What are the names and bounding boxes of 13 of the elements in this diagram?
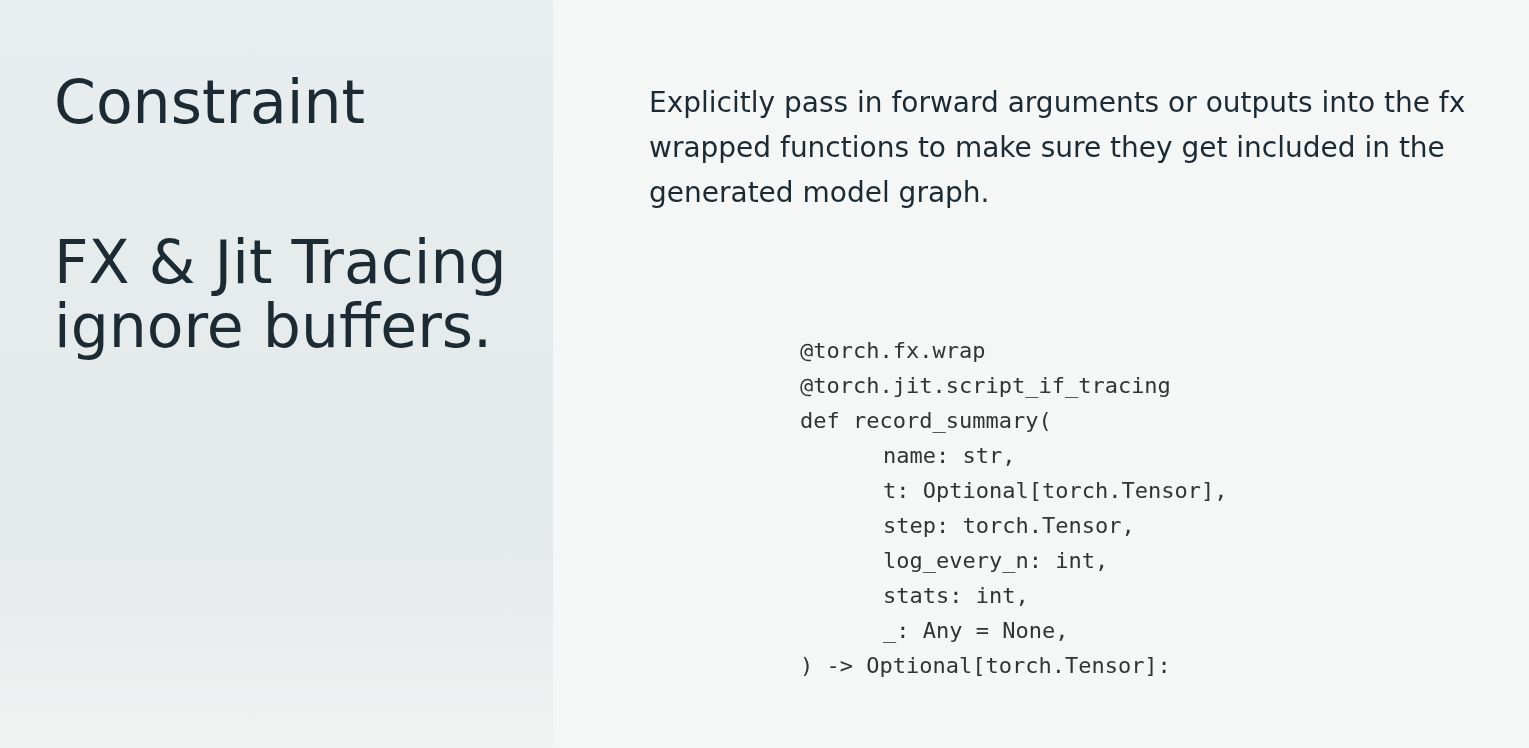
code-line: name: str, — [883, 443, 1016, 468]
code-line: @torch.fx.wrap — [800, 338, 986, 363]
code-line: def record_summary( — [800, 408, 1052, 433]
code-line: step: torch.Tensor, — [883, 513, 1135, 538]
code-line: stats: int, — [883, 583, 1029, 608]
code-line: ) -> Optional[torch.Tensor]: — [800, 653, 1171, 678]
slide-subheading: FX & Jit Tracing ignore buffers. — [54, 230, 508, 358]
code-line: _: Any = None, — [883, 618, 1069, 643]
code-line: t: Optional[torch.Tensor], — [883, 478, 1228, 503]
code-line: log_every_n: int, — [883, 548, 1109, 573]
slide-heading: Constraint — [54, 70, 366, 134]
description-text: Explicitly pass in forward arguments or outputs into the fx wrapped functions to make sure they get included in the generated model graph. — [649, 85, 1467, 211]
code-line: @torch.jit.script_if_tracing — [800, 373, 1171, 398]
